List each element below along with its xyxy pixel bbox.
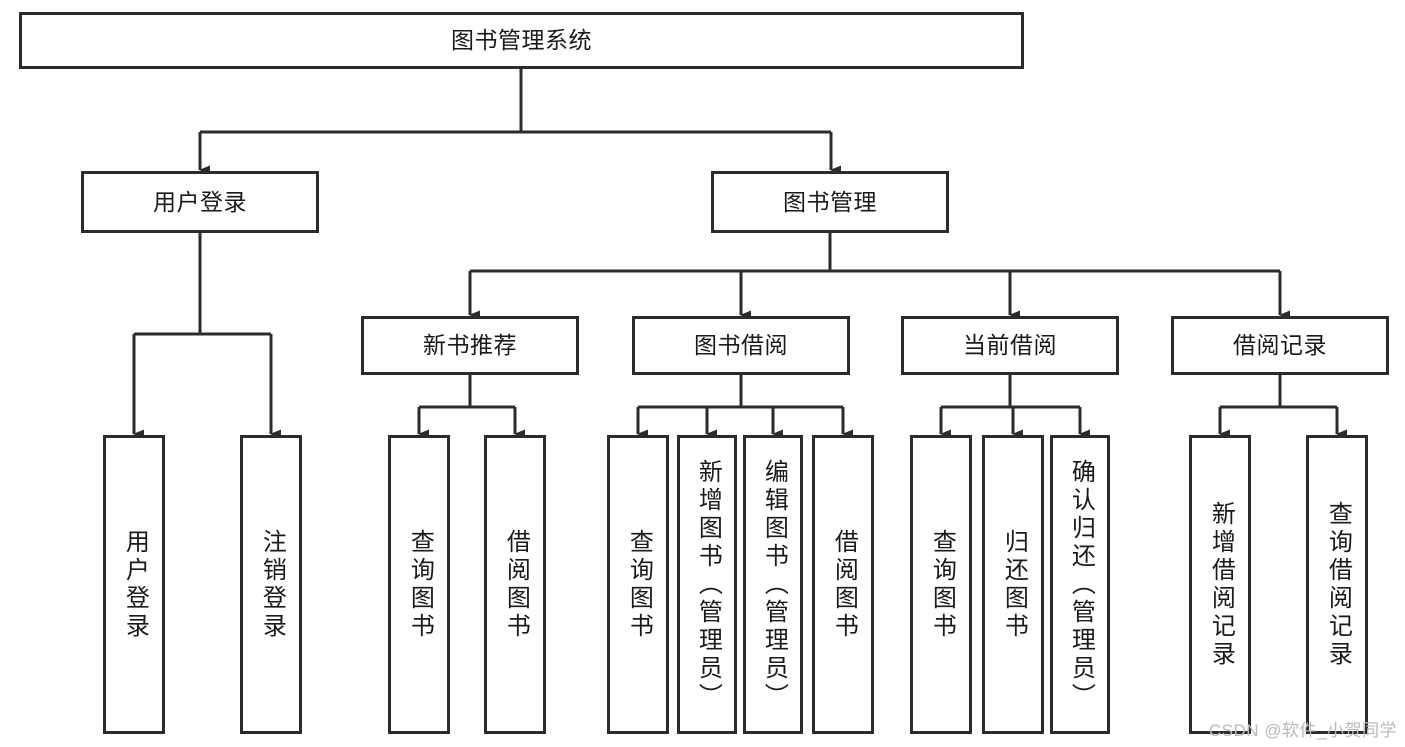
leaf-borrow-add-book[interactable]: 新增图书（管理员） (677, 435, 737, 734)
csdn-watermark: CSDN @软件_小贺同学 (1208, 721, 1397, 740)
leaf-record-query-label: 查询借阅记录 (1324, 500, 1352, 669)
node-book-borrow[interactable]: 图书借阅 (632, 316, 850, 375)
node-user-login[interactable]: 用户登录 (81, 171, 319, 233)
node-user-login-label: 用户登录 (153, 188, 247, 215)
leaf-record-query[interactable]: 查询借阅记录 (1306, 435, 1368, 734)
leaf-record-add-label: 新增借阅记录 (1207, 500, 1235, 669)
leaf-current-return-book[interactable]: 归还图书 (982, 435, 1044, 734)
leaf-newbook-query-book[interactable]: 查询图书 (388, 435, 450, 734)
leaf-borrow-add-book-label: 新增图书（管理员） (694, 458, 722, 711)
leaf-user-logout[interactable]: 注销登录 (240, 435, 302, 734)
leaf-borrow-query-book[interactable]: 查询图书 (607, 435, 669, 734)
leaf-borrow-borrow-book[interactable]: 借阅图书 (812, 435, 874, 734)
node-current-borrow[interactable]: 当前借阅 (901, 316, 1119, 375)
node-current-borrow-label: 当前借阅 (963, 332, 1057, 359)
leaf-current-query-book-label: 查询图书 (928, 528, 956, 641)
leaf-newbook-borrow-book-label: 借阅图书 (502, 528, 530, 641)
leaf-borrow-borrow-book-label: 借阅图书 (830, 528, 858, 641)
leaf-borrow-edit-book-label: 编辑图书（管理员） (760, 458, 788, 711)
leaf-user-login-label: 用户登录 (121, 528, 149, 641)
node-book-borrow-label: 图书借阅 (694, 332, 788, 359)
node-borrow-record[interactable]: 借阅记录 (1171, 316, 1389, 375)
leaf-record-add[interactable]: 新增借阅记录 (1189, 435, 1251, 734)
node-book-management-label: 图书管理 (783, 188, 877, 215)
node-new-book-recommend[interactable]: 新书推荐 (361, 316, 579, 375)
node-borrow-record-label: 借阅记录 (1233, 332, 1327, 359)
leaf-current-return-book-label: 归还图书 (1000, 528, 1028, 641)
leaf-current-query-book[interactable]: 查询图书 (910, 435, 972, 734)
node-root[interactable]: 图书管理系统 (19, 12, 1024, 69)
leaf-user-login[interactable]: 用户登录 (103, 435, 165, 734)
node-new-book-recommend-label: 新书推荐 (423, 332, 517, 359)
leaf-borrow-query-book-label: 查询图书 (625, 528, 653, 641)
leaf-newbook-borrow-book[interactable]: 借阅图书 (484, 435, 546, 734)
leaf-user-logout-label: 注销登录 (258, 528, 286, 641)
leaf-newbook-query-book-label: 查询图书 (406, 528, 434, 641)
node-book-management[interactable]: 图书管理 (711, 171, 949, 233)
leaf-current-confirm-return-label: 确认归还（管理员） (1067, 458, 1095, 711)
leaf-current-confirm-return[interactable]: 确认归还（管理员） (1050, 435, 1110, 734)
node-root-label: 图书管理系统 (451, 27, 592, 54)
leaf-borrow-edit-book[interactable]: 编辑图书（管理员） (743, 435, 803, 734)
